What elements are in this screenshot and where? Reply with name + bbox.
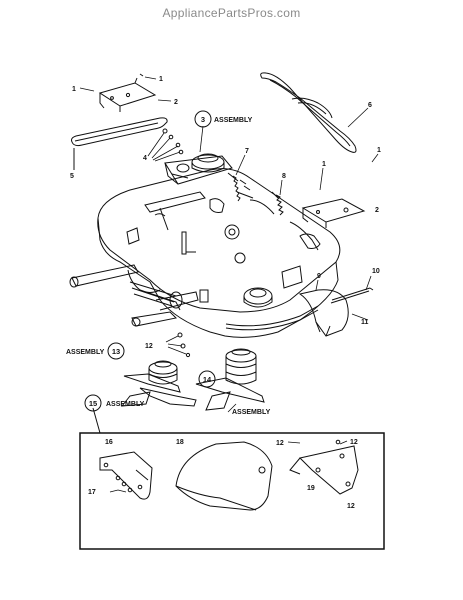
callout-14-assembly-label: ASSEMBLY bbox=[232, 409, 271, 416]
spindle-assembly-14 bbox=[195, 348, 265, 411]
part-label-12-box-left: 12 bbox=[276, 440, 284, 447]
callout-15-number: 15 bbox=[89, 399, 97, 408]
part-label-18: 18 bbox=[176, 439, 184, 446]
part-label-1-right-a: 1 bbox=[322, 161, 326, 168]
assembly-3-pulley bbox=[164, 153, 233, 185]
part-label-4: 4 bbox=[143, 155, 147, 162]
part-label-12-box-top: 12 bbox=[350, 439, 358, 446]
leader-lines bbox=[79, 76, 379, 493]
belt-part-5 bbox=[71, 117, 168, 170]
part-label-2-left: 2 bbox=[174, 99, 178, 106]
part-label-9: 9 bbox=[317, 273, 321, 280]
callout-13-number: 13 bbox=[112, 347, 120, 356]
part-label-2-right: 2 bbox=[375, 207, 379, 214]
front-roller-bar bbox=[69, 264, 209, 327]
bolts-part-4 bbox=[162, 128, 184, 155]
bracket-right-part-2 bbox=[301, 198, 366, 228]
bracket-left-part-2 bbox=[98, 73, 157, 112]
part-label-5: 5 bbox=[70, 173, 74, 180]
part-label-11: 11 bbox=[361, 319, 369, 326]
callout-circle-13: 13 bbox=[107, 342, 125, 360]
assembly-15-detail-box bbox=[79, 407, 385, 550]
callout-13-assembly-label: ASSEMBLY bbox=[66, 349, 105, 356]
part-label-1-top: 1 bbox=[159, 76, 163, 83]
part-label-6: 6 bbox=[368, 102, 372, 109]
spring-part-7 bbox=[227, 172, 254, 202]
part-label-12-box-bottom: 12 bbox=[347, 503, 355, 510]
mower-deck-housing bbox=[97, 168, 341, 338]
part-label-7: 7 bbox=[245, 148, 249, 155]
callout-circle-3: 3 bbox=[194, 110, 212, 128]
pin-part-10 bbox=[330, 287, 374, 304]
part-label-8: 8 bbox=[282, 173, 286, 180]
callout-circle-14: 14 bbox=[198, 370, 216, 388]
spring-part-8 bbox=[271, 191, 284, 216]
belt-cover-part-9 bbox=[225, 289, 349, 337]
callout-3-assembly-label: ASSEMBLY bbox=[214, 117, 253, 124]
spindle-assembly-13 bbox=[120, 360, 197, 407]
part-label-10: 10 bbox=[372, 268, 380, 275]
callout-3-number: 3 bbox=[201, 115, 205, 124]
part-label-1-right-b: 1 bbox=[377, 147, 381, 154]
part-label-1-top-left: 1 bbox=[72, 86, 76, 93]
part-label-17: 17 bbox=[88, 489, 96, 496]
callout-15-assembly-label: ASSEMBLY bbox=[106, 401, 145, 408]
watermark-text: AppliancePartsPros.com bbox=[162, 6, 301, 20]
belt-part-6 bbox=[260, 72, 357, 153]
part-label-19: 19 bbox=[307, 485, 315, 492]
callout-14-number: 14 bbox=[203, 375, 212, 384]
part-label-12-deck: 12 bbox=[145, 343, 153, 350]
part-label-16: 16 bbox=[105, 439, 113, 446]
callout-circle-15: 15 bbox=[84, 394, 102, 412]
